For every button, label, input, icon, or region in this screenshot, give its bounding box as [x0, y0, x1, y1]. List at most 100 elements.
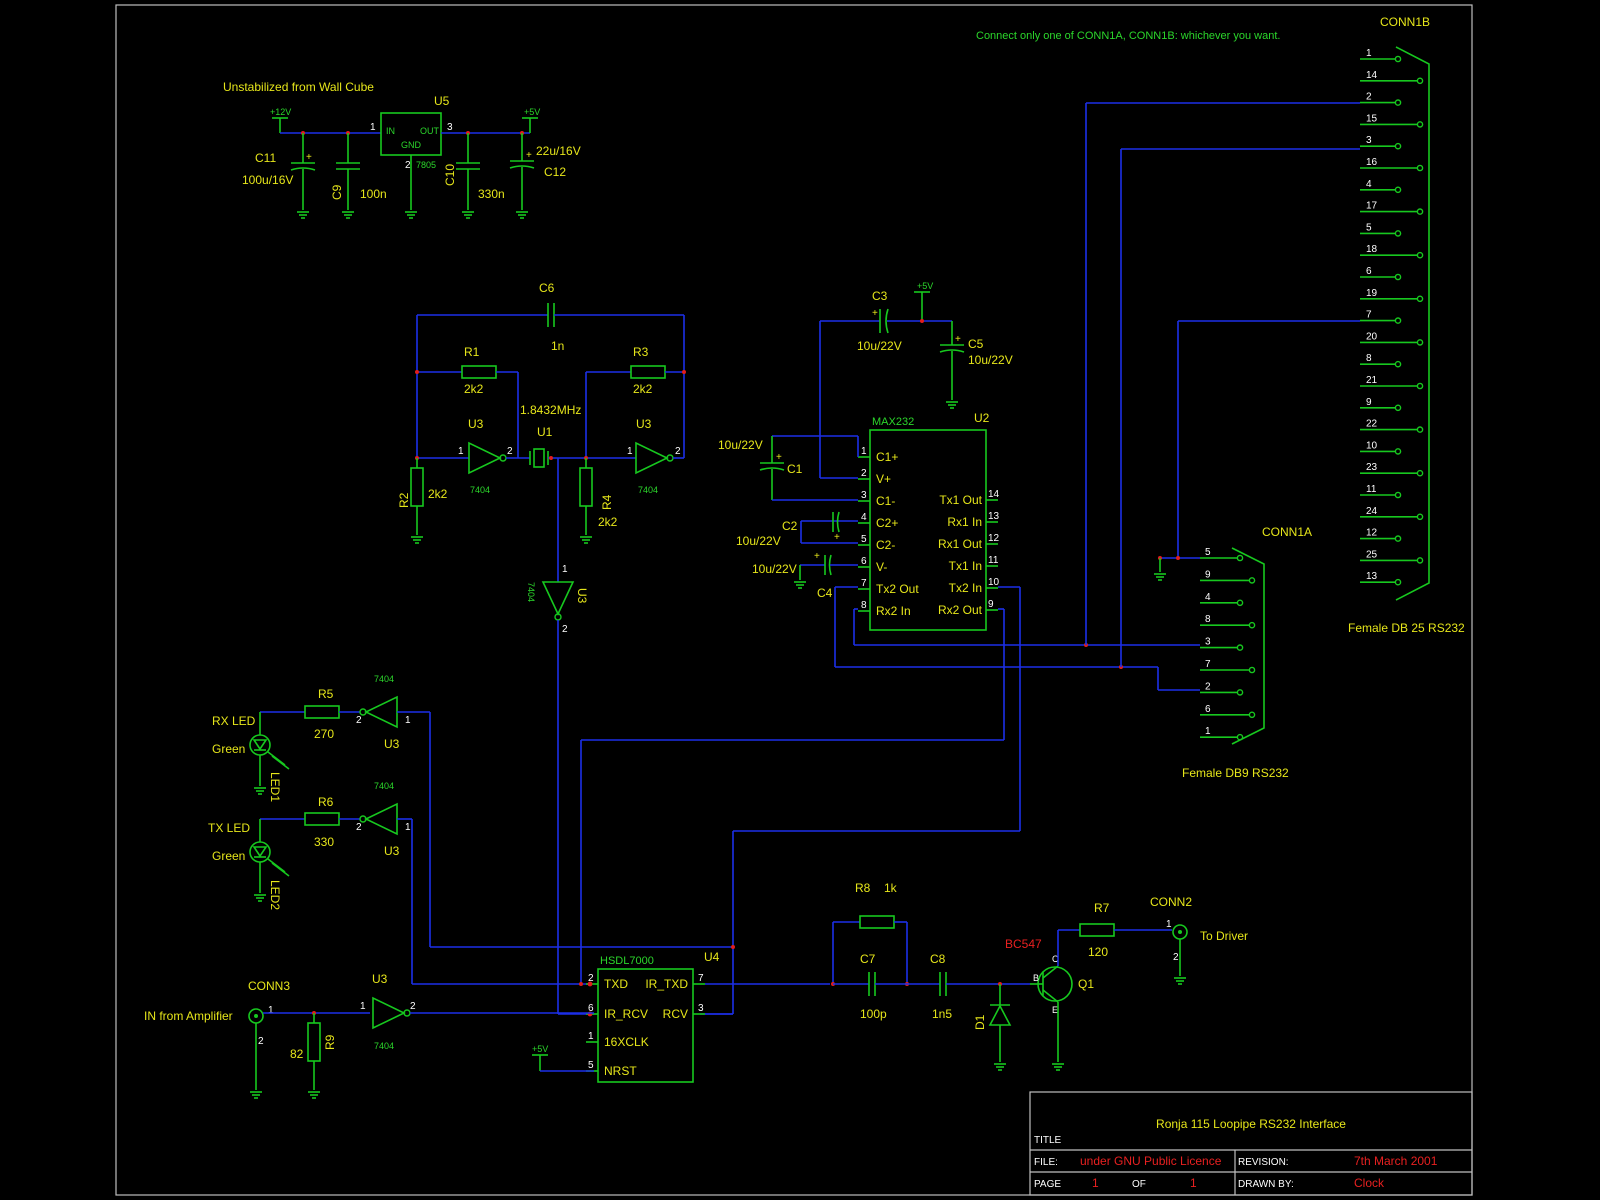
db25-pin-contact — [1416, 121, 1424, 128]
u3-vert-pin2: 2 — [562, 624, 568, 635]
db9-pin-contact — [1236, 599, 1244, 607]
db25-pin-contact — [1416, 469, 1424, 477]
max232-pin-num-3: 3 — [861, 490, 867, 501]
conn2-pin2: 2 — [1173, 952, 1179, 963]
top-note: Connect only one of CONN1A, CONN1B: whic… — [976, 30, 1280, 42]
db25-ref: CONN1B — [1380, 15, 1430, 29]
rx-led-section: RX LED Green LED1 R5 270 7404 U3 2 1 — [212, 674, 735, 949]
db25-pin-18: 18 — [1366, 244, 1378, 255]
r9-ref: R9 — [323, 1034, 337, 1050]
q1-b: B — [1033, 973, 1039, 983]
db9-pin-contact — [1236, 554, 1244, 562]
r9-value: 82 — [290, 1047, 304, 1061]
r6-ref: R6 — [318, 795, 334, 809]
db25-pin-contact — [1416, 513, 1424, 521]
max232-pin-num-5: 5 — [861, 534, 867, 545]
u3-in-pin2: 2 — [410, 1001, 416, 1012]
revision-label: REVISION: — [1238, 1157, 1289, 1168]
db9-pin-contact — [1248, 621, 1256, 629]
q1-part: BC547 — [1005, 937, 1042, 951]
db25-pin-contact — [1394, 360, 1402, 368]
file-value: under GNU Public Licence — [1080, 1154, 1222, 1168]
c9-ref: C9 — [330, 184, 344, 200]
u5-pin2: 2 — [405, 160, 411, 171]
plus5-label: +5V — [524, 107, 540, 117]
db25-pin-23: 23 — [1366, 462, 1378, 473]
svg-text:+: + — [872, 308, 878, 319]
c6-ref: C6 — [539, 281, 555, 295]
u5-ref: U5 — [434, 94, 450, 108]
hsdl-pin-rcv: RCV — [663, 1007, 688, 1021]
db9-pin-contact — [1236, 689, 1244, 696]
db9-pin-5: 5 — [1205, 547, 1211, 558]
db25-pin-contact — [1416, 208, 1424, 215]
db25-pin-22: 22 — [1366, 419, 1378, 430]
u3-vert-part: 7404 — [526, 582, 536, 602]
page-value: 1 — [1092, 1176, 1099, 1190]
c4-value: 10u/22V — [752, 562, 797, 576]
db25-pin-11: 11 — [1366, 484, 1377, 495]
oscillator: C6 1n R1 2k2 R3 2k2 1.8432MHz U3 1 2 740… — [397, 281, 686, 1015]
db25-pin-8: 8 — [1366, 353, 1372, 364]
drawing-frame — [115, 4, 1473, 1196]
db25-pin-contact — [1394, 317, 1402, 324]
db25-pin-7: 7 — [1366, 310, 1372, 321]
c4-ref: C4 — [817, 586, 833, 600]
db25-pin-6: 6 — [1366, 266, 1372, 277]
c11-ref: C11 — [255, 151, 276, 165]
r3-ref: R3 — [633, 345, 649, 359]
db25-pin-contact — [1416, 251, 1424, 259]
max232-pin-num-13: 13 — [988, 511, 1000, 522]
title-label: TITLE — [1034, 1135, 1062, 1146]
db25-pin-20: 20 — [1366, 331, 1378, 342]
svg-text:+: + — [814, 551, 820, 562]
hsdl-pin-ir-rcv: IR_RCV — [604, 1007, 648, 1021]
db9-pin-contact — [1248, 711, 1256, 719]
u3-in-ref: U3 — [372, 972, 388, 986]
q1-e: E — [1052, 1005, 1058, 1015]
u3-vert-ref: U3 — [575, 588, 589, 604]
c6-value: 1n — [551, 339, 564, 353]
in-from-amplifier: IN from Amplifier — [144, 1009, 233, 1023]
file-label: FILE: — [1034, 1157, 1058, 1168]
max232-pin-c2-: C2- — [876, 538, 895, 552]
c2-ref: C2 — [782, 519, 798, 533]
db25-pin-contact — [1394, 99, 1402, 106]
conn3-pin2: 2 — [258, 1036, 264, 1047]
conn2-ref: CONN2 — [1150, 895, 1192, 909]
max232-pin-tx2-out: Tx2 Out — [876, 582, 919, 596]
rx-led-label: RX LED — [212, 714, 256, 728]
db25-pin-contact — [1394, 273, 1402, 281]
db9-pin-contact — [1248, 577, 1256, 584]
r3-value: 2k2 — [633, 382, 653, 396]
max232-pin-rx1-in: Rx1 In — [947, 515, 982, 529]
db25-pin-12: 12 — [1366, 528, 1378, 539]
max232-pin-num-14: 14 — [988, 489, 1000, 500]
tx-led-section: TX LED Green LED2 R6 330 7404 U3 2 1 — [208, 781, 590, 986]
db9-pin-2: 2 — [1205, 681, 1211, 692]
page-label: PAGE — [1034, 1179, 1061, 1190]
hsdl-pin-num-7: 7 — [698, 973, 704, 984]
drawn-label: DRAWN BY: — [1238, 1179, 1294, 1190]
q1-ref: Q1 — [1078, 977, 1094, 991]
u3-tx-part: 7404 — [374, 781, 394, 791]
svg-text:+: + — [526, 150, 532, 161]
db9-label: Female DB9 RS232 — [1182, 766, 1289, 780]
c7-ref: C7 — [860, 952, 876, 966]
db25-connector: CONN1B 114215316417518619720821922102311… — [1348, 15, 1465, 635]
db9-pin-contact — [1248, 666, 1256, 674]
u3-osc-right-part: 7404 — [638, 485, 658, 495]
db25-pin-9: 9 — [1366, 397, 1372, 408]
c1-value: 10u/22V — [718, 438, 763, 452]
r2-ref: R2 — [397, 492, 411, 508]
svg-text:+: + — [955, 334, 961, 345]
project-title: Ronja 115 Loopipe RS232 Interface — [1156, 1117, 1346, 1131]
db25-pin-25: 25 — [1366, 549, 1378, 560]
svg-text:+: + — [834, 532, 840, 543]
rx-led-color: Green — [212, 742, 245, 756]
svg-text:+: + — [776, 452, 782, 463]
hsdl-part: HSDL7000 — [600, 955, 654, 967]
